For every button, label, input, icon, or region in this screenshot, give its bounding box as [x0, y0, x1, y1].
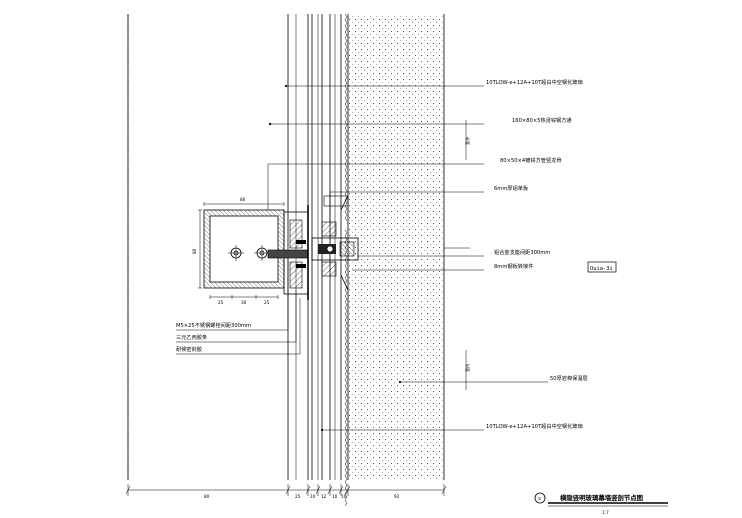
side-label-top: 室外 [464, 136, 471, 145]
label-aluminum-plate: 6mm厚铝单板 [494, 184, 529, 192]
dim-box-inner-3: 25 [264, 300, 270, 305]
side-label-bottom: 室内 [464, 364, 471, 372]
bolt-left-icon [228, 245, 244, 261]
label-bolt: M5×25不锈钢螺栓间距300mm [176, 321, 251, 329]
label-steel-tube: 80×50×4镀锌方管竖龙骨 [500, 156, 562, 164]
dim-box-inner-1: 25 [218, 300, 224, 305]
insulation-edge [344, 13, 348, 507]
label-seal: 耐候密封胶 [176, 345, 202, 353]
joint-gaskets [311, 195, 359, 277]
concrete-wall [348, 14, 444, 480]
bottom-dimension-line [125, 484, 447, 496]
leader-dots [268, 84, 402, 432]
dim-bottom-2: 25 [295, 494, 301, 499]
title-index: ① [538, 496, 542, 501]
dim-bottom-6: 10 [341, 494, 347, 499]
label-glass-top: 10TLOW-e+12A+10T超白中空钢化玻璃 [486, 78, 583, 86]
label-glass-bottom: 10TLOW-e+12A+10T超白中空钢化玻璃 [486, 422, 583, 430]
drawing-scale: 1:7 [602, 510, 609, 515]
label-insulation: 50厚岩棉保温层 [550, 374, 588, 382]
label-bracket: 铝合金支座间距300mm [494, 248, 550, 256]
connector-profile [267, 205, 309, 300]
reference-tag: Ouia-3i [587, 261, 617, 273]
title-block: ① 横隐竖明玻璃幕墙竖剖节点图 1:7 [534, 492, 668, 515]
dim-box-top: 80 [240, 197, 246, 202]
dim-bottom-7: 92 [394, 494, 400, 499]
label-steel-plate: 8mm钢板转接件 [494, 262, 533, 270]
steel-box-section [198, 202, 285, 299]
label-gasket: 三元乙丙胶条 [176, 333, 207, 341]
wall-slope [340, 195, 349, 291]
drawing-title: 横隐竖明玻璃幕墙竖剖节点图 [560, 493, 643, 502]
dim-bottom-1: 80 [204, 494, 210, 499]
dim-box-side: 80 [192, 248, 197, 254]
reference-tag-text: Ouia-3i [590, 266, 613, 272]
dim-bottom-4: 12 [321, 494, 327, 499]
dim-box-inner-2: 30 [241, 300, 247, 305]
dim-bottom-3: 10 [310, 494, 316, 499]
bolt-right-icon [254, 245, 270, 261]
label-steel-beam: 160×80×5热浸锌钢方通 [512, 116, 572, 124]
dim-bottom-5: 10 [332, 494, 338, 499]
leader-lines [176, 85, 548, 431]
